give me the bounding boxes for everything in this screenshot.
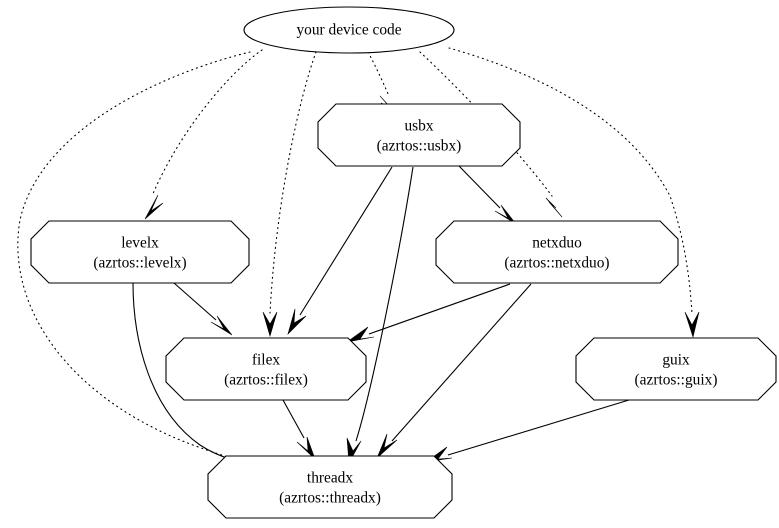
node-usbx-shape[interactable] (317, 103, 521, 167)
node-levelx-label-line1: levelx (121, 235, 159, 252)
edge-usbx-to-filex (287, 166, 393, 336)
node-layer: your device code usbx (azrtos::usbx) lev… (30, 6, 777, 519)
edge-device-to-guix (448, 47, 700, 339)
node-usbx[interactable]: usbx (azrtos::usbx) (317, 103, 521, 167)
node-guix-label-line2: (azrtos::guix) (635, 372, 718, 389)
node-guix-shape[interactable] (575, 337, 777, 401)
edge-usbx-to-netxduo (458, 165, 517, 225)
node-filex-shape[interactable] (165, 337, 367, 401)
node-your-device-code[interactable]: your device code (243, 6, 455, 54)
node-netxduo-shape[interactable] (435, 220, 679, 284)
node-usbx-label-line2: (azrtos::usbx) (377, 138, 462, 155)
edge-netxduo-to-filex (346, 283, 511, 343)
node-threadx[interactable]: threadx (azrtos::threadx) (207, 455, 453, 519)
edge-device-to-netxduo (419, 51, 563, 218)
node-your-device-code-label: your device code (296, 22, 401, 39)
edge-filex-to-threadx (282, 399, 316, 460)
edge-device-to-filex (262, 51, 317, 338)
node-filex-label-line2: (azrtos::filex) (224, 372, 308, 389)
node-netxduo[interactable]: netxduo (azrtos::netxduo) (435, 220, 679, 284)
node-guix[interactable]: guix (azrtos::guix) (575, 337, 777, 401)
node-threadx-label-line2: (azrtos::threadx) (279, 490, 381, 507)
node-threadx-label-line1: threadx (307, 470, 353, 487)
edge-netxduo-to-threadx (376, 283, 532, 459)
edge-usbx-to-threadx (346, 166, 414, 465)
node-guix-label-line1: guix (662, 352, 690, 369)
node-threadx-shape[interactable] (207, 455, 453, 519)
node-your-device-code-shape[interactable] (243, 6, 455, 54)
edge-levelx-to-filex (173, 282, 233, 336)
node-levelx-label-line2: (azrtos::levelx) (93, 255, 186, 272)
node-filex-label-line1: filex (252, 352, 281, 369)
node-usbx-label-line1: usbx (404, 118, 433, 135)
edge-device-to-levelx (144, 49, 263, 220)
node-filex[interactable]: filex (azrtos::filex) (165, 337, 367, 401)
node-netxduo-label-line2: (azrtos::netxduo) (504, 255, 609, 272)
edge-guix-to-threadx (425, 399, 630, 463)
node-netxduo-label-line1: netxduo (532, 235, 582, 252)
node-levelx[interactable]: levelx (azrtos::levelx) (30, 220, 250, 284)
node-levelx-shape[interactable] (30, 220, 250, 284)
